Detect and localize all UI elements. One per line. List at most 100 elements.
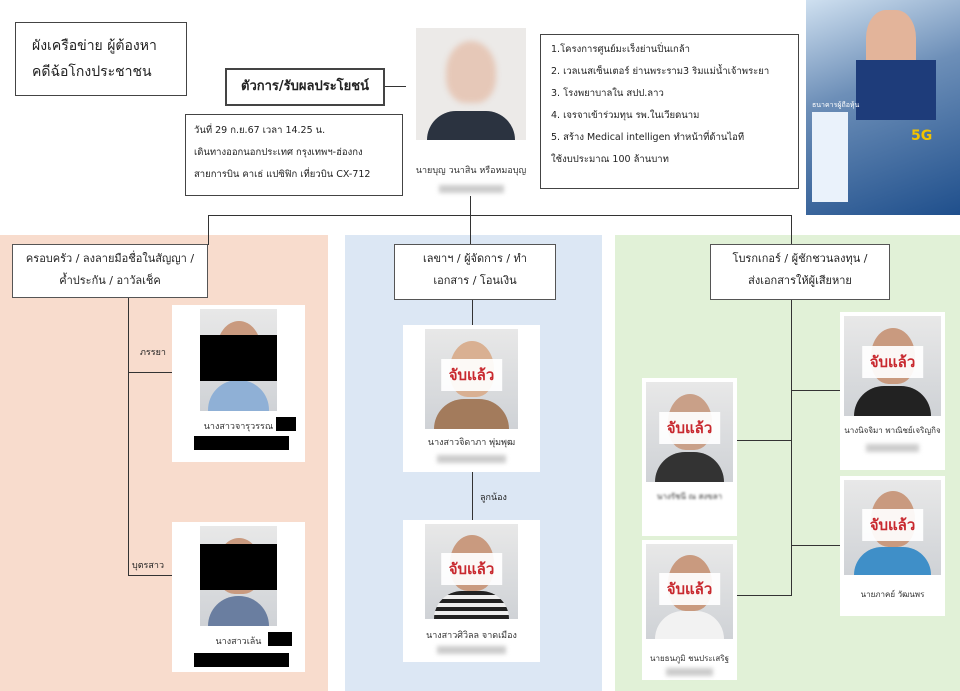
connector	[791, 300, 792, 596]
clothing	[434, 399, 509, 429]
text-label: นางสาวศิวิลล จาดเมือง	[426, 631, 517, 641]
text-label: เลขาฯ / ผู้จัดการ / ทำ	[423, 252, 527, 265]
connector	[735, 595, 791, 596]
connector	[470, 215, 471, 245]
title-line-1: ผังเครือข่าย ผู้ต้องหา	[32, 38, 157, 54]
project-item: 2. เวลเนสเซ็นเตอร์ ย่านพระราม3 ริมแม่น้ำ…	[551, 66, 770, 77]
connector	[208, 215, 792, 216]
connector	[128, 372, 173, 373]
mugshot-photo: จับแล้ว	[646, 544, 733, 639]
member-card: นางสาวเล้น	[172, 522, 305, 672]
text-label: จับแล้ว	[861, 346, 924, 378]
face-photo	[446, 41, 496, 104]
blurred-text	[866, 444, 919, 452]
project-item: 1.โครงการศูนย์มะเร็งย่านปิ่นเกล้า	[551, 44, 690, 55]
text-label: ค้ำประกัน / อาวัลเช็ค	[59, 274, 161, 287]
mugshot-photo: จับแล้ว	[646, 382, 733, 482]
project-item: ใช้งบประมาณ 100 ล้านบาท	[551, 154, 669, 165]
travel-line: เดินทางออกนอกประเทศ กรุงเทพฯ-ฮ่องกง	[194, 147, 363, 158]
text-label: นางสาวเล้น	[215, 637, 262, 647]
news-poster-image: ธนาคารผู้ถือหุ้น 5G	[806, 0, 960, 215]
project-item: 5. สร้าง Medical intelligen ทำหน้าที่ด้า…	[551, 132, 745, 143]
member-card-arrested: จับแล้ว นางรัชนี ณ สงขลา	[642, 378, 737, 536]
connector	[735, 440, 791, 441]
text-label: ครอบครัว / ลงลายมือชื่อในสัญญา /	[25, 252, 195, 265]
clothing	[654, 610, 725, 639]
text-label: นางนิจจิมา พาณิชย์เจริญกิจ	[844, 426, 941, 435]
poster-caption: ธนาคารผู้ถือหุ้น	[812, 101, 860, 109]
text-label: โบรกเกอร์ / ผู้ชักชวนลงทุน /	[732, 252, 868, 265]
decoration	[856, 60, 936, 120]
text-label: ส่งเอกสารให้ผู้เสียหาย	[748, 274, 852, 287]
redaction-bar	[194, 436, 289, 450]
mugshot-photo: จับแล้ว	[425, 524, 518, 619]
group-header-staff: เลขาฯ / ผู้จัดการ / ทำเอกสาร / โอนเงิน	[394, 244, 556, 300]
travel-line: วันที่ 29 ก.ย.67 เวลา 14.25 น.	[194, 125, 326, 136]
mugshot-photo	[200, 309, 277, 411]
connector	[791, 390, 841, 391]
connector	[472, 300, 473, 325]
member-card-arrested: จับแล้ว นายภาคย์ วัฒนพร	[840, 476, 945, 616]
mugshot-photo: จับแล้ว	[425, 329, 518, 429]
project-item: 3. โรงพยาบาลใน สปป.ลาว	[551, 88, 664, 99]
text-label: จับแล้ว	[658, 572, 721, 605]
poster-badge: 5G	[911, 128, 933, 144]
clothing	[654, 452, 725, 482]
relation-label: ลูกน้อง	[480, 493, 507, 503]
blurred-text	[437, 455, 506, 463]
text-label: นางสาวจารุวรรณ	[203, 422, 274, 432]
travel-line: สายการบิน คาเธ่ แปซิฟิก เที่ยวบิน CX-712	[194, 169, 371, 180]
principal-name: นายบุญ วนาสิน หรือหมอบุญ	[415, 166, 527, 176]
clothing	[853, 386, 932, 416]
connector	[128, 298, 129, 576]
redaction-bar	[200, 544, 277, 590]
member-card-arrested: จับแล้ว นางนิจจิมา พาณิชย์เจริญกิจ	[840, 312, 945, 470]
mugshot-photo	[200, 526, 277, 626]
connector	[128, 575, 173, 576]
connector	[791, 545, 841, 546]
text-label: จับแล้ว	[658, 412, 721, 444]
blurred-text	[438, 185, 504, 193]
principal-photo	[416, 28, 526, 140]
connector	[470, 196, 471, 216]
blurred-text	[665, 668, 714, 676]
relation-label: บุตรสาว	[132, 561, 164, 571]
travel-info-box: วันที่ 29 ก.ย.67 เวลา 14.25 น. เดินทางออ…	[185, 114, 403, 196]
redaction-bar	[200, 335, 277, 381]
connector	[472, 470, 473, 520]
group-header-brokers: โบรกเกอร์ / ผู้ชักชวนลงทุน / ส่งเอกสารให้…	[710, 244, 890, 300]
connector	[791, 215, 792, 245]
redaction-bar	[268, 632, 292, 646]
clothing	[853, 546, 932, 575]
relation-label: ภรรยา	[140, 348, 166, 358]
clothing	[207, 380, 270, 411]
member-card-arrested: จับแล้ว นางสาวจิดาภา พุ่มพุฒ	[403, 325, 540, 472]
member-card-arrested: จับแล้ว นางสาวศิวิลล จาดเมือง	[403, 520, 540, 662]
redaction-bar	[276, 417, 296, 431]
text-label: นางสาวจิดาภา พุ่มพุฒ	[427, 438, 516, 448]
member-card-arrested: จับแล้ว นายธนภูมิ ชนประเสริฐ	[642, 540, 737, 680]
clothing	[434, 590, 509, 619]
text-label: นางรัชนี ณ สงขลา	[656, 492, 723, 501]
title-line-2: คดีฉ้อโกงประชาชน	[32, 64, 152, 80]
text-label: จับแล้ว	[861, 508, 924, 541]
arrested-stamp: จับแล้ว	[440, 359, 503, 391]
text-label: เอกสาร / โอนเงิน	[433, 274, 517, 287]
principal-role-box: ตัวการ/รับผลประโยชน์	[225, 68, 385, 106]
principal-card: นายบุญ วนาสิน หรือหมอบุญ	[406, 28, 536, 193]
member-card: นางสาวจารุวรรณ	[172, 305, 305, 462]
connector	[385, 86, 418, 87]
mugshot-photo: จับแล้ว	[844, 480, 941, 575]
clothing	[207, 596, 270, 626]
blurred-text	[437, 646, 506, 654]
group-header-family: ครอบครัว / ลงลายมือชื่อในสัญญา / ค้ำประกั…	[12, 244, 208, 298]
text-label: จับแล้ว	[440, 552, 503, 585]
project-item: 4. เจรจาเข้าร่วมทุน รพ.ในเวียดนาม	[551, 110, 700, 121]
connector	[208, 215, 209, 245]
text-label: นายภาคย์ วัฒนพร	[860, 590, 925, 599]
clothing	[427, 110, 515, 140]
decoration	[812, 112, 848, 202]
mugshot-photo: จับแล้ว	[844, 316, 941, 416]
chart-title: ผังเครือข่าย ผู้ต้องหา คดีฉ้อโกงประชาชน	[15, 22, 187, 96]
text-label: นายธนภูมิ ชนประเสริฐ	[650, 654, 729, 663]
